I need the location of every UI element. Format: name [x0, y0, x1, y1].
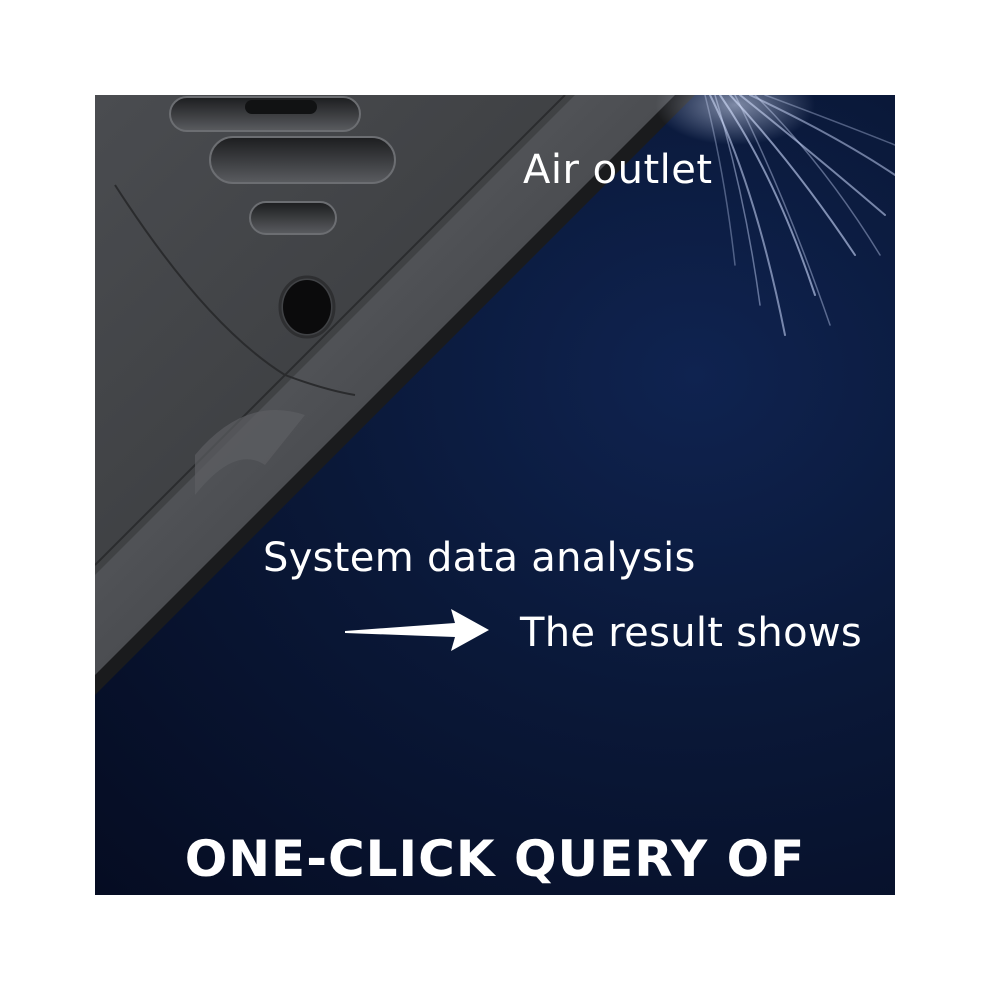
vent-slot: [249, 201, 337, 235]
lanyard-hole-rim: [278, 275, 336, 339]
result-shows-label: The result shows: [520, 610, 863, 656]
device-grip: [195, 410, 305, 495]
air-outlet-glow: [655, 95, 815, 145]
vent-slot: [209, 136, 396, 184]
air-outlet-label: Air outlet: [523, 147, 713, 193]
device-bevel-line: [95, 95, 566, 566]
headline: ONE-CLICK QUERY OF: [184, 830, 806, 888]
right-arrow-icon: [345, 609, 489, 651]
lanyard-hole: [283, 280, 331, 334]
product-image-frame: Air outlet System data analysis The resu…: [95, 95, 895, 895]
device-illustration: [95, 95, 895, 695]
vent-slot: [245, 100, 317, 114]
system-data-analysis-label: System data analysis: [263, 535, 696, 581]
device-curve: [114, 184, 356, 396]
